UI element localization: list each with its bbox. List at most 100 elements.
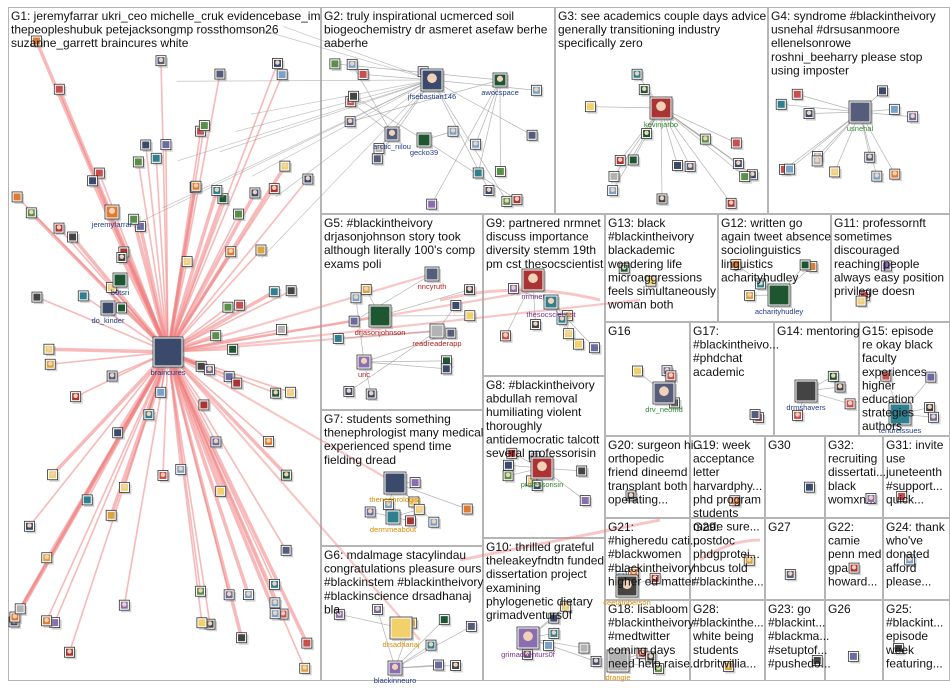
vertex-avatar <box>531 480 545 493</box>
hub-avatar-nrmnet <box>521 268 546 293</box>
edge-g6 <box>394 665 456 669</box>
vertex-avatar <box>472 167 486 180</box>
vertex-avatar <box>543 639 556 653</box>
vertex-avatar <box>578 642 592 656</box>
vertex-avatar <box>14 603 28 616</box>
vertex-avatar <box>329 58 342 71</box>
vertex-avatar <box>160 139 173 152</box>
vertex-avatar <box>140 139 153 152</box>
group-box-g27 <box>765 518 825 600</box>
edge-g5 <box>363 361 447 370</box>
vertex-avatar <box>371 153 385 166</box>
vertex-avatar <box>627 154 641 167</box>
vertex-avatar <box>589 342 602 355</box>
hub-avatar-drjasonjohnson <box>368 304 393 329</box>
edge-g2 <box>423 139 518 200</box>
vertex-avatar <box>132 156 146 169</box>
hub-avatar-drv_neomd <box>652 381 677 406</box>
hub-avatar-jfsebastian146 <box>420 68 445 93</box>
group-label-g30: G30 <box>768 438 791 452</box>
edge-g2 <box>431 79 533 136</box>
vertex-avatar <box>372 604 385 617</box>
edge-g2 <box>431 79 537 91</box>
vertex-avatar <box>803 108 817 121</box>
vertex-avatar <box>210 330 223 343</box>
vertex-avatar <box>584 101 598 114</box>
vertex-label: readreaderapp <box>412 339 461 348</box>
vertex-avatar <box>24 520 37 534</box>
edge-braincures <box>167 63 279 353</box>
vertex-avatar <box>44 358 58 372</box>
vertex-avatar <box>116 252 129 265</box>
edge-braincures <box>144 144 169 353</box>
vertex-avatar <box>464 310 477 323</box>
group-box-g7 <box>321 410 483 546</box>
vertex-avatar <box>636 647 650 661</box>
edge-braincures <box>155 158 169 353</box>
hub-avatar-arctic_nilou <box>384 126 401 143</box>
vertex-avatar <box>357 68 371 82</box>
vertex-avatar <box>792 410 805 423</box>
edge-braincures <box>167 351 287 551</box>
edge-braincures <box>48 347 169 354</box>
vertex-avatar <box>47 469 60 482</box>
vertex-avatar <box>223 371 237 384</box>
vertex-avatar <box>222 301 235 315</box>
vertex-avatar <box>732 158 746 171</box>
vertex-avatar <box>143 409 156 422</box>
vertex-avatar <box>649 572 663 586</box>
vertex-avatar <box>855 295 869 309</box>
vertex-avatar <box>723 661 736 674</box>
vertex-avatar <box>195 585 208 599</box>
vertex-avatar <box>450 300 463 313</box>
vertex-avatar <box>41 552 54 565</box>
edge-braincures <box>53 351 169 623</box>
edge-braincures <box>167 351 211 625</box>
vertex-avatar <box>118 599 132 613</box>
edge-braincures <box>167 178 309 353</box>
edge-braincures <box>50 351 169 366</box>
vertex-label: braincures <box>150 368 185 377</box>
vertices: braincuresjeremyfarrarb0tsrido_kinderjfs… <box>8 35 941 685</box>
edge-g7 <box>394 482 468 510</box>
group-label-g21: G21:#higheredu cati...#blackwomen#blacki… <box>608 520 700 588</box>
edge-curved <box>699 538 761 562</box>
vertex-avatar <box>699 133 713 147</box>
edge-braincures <box>167 74 283 353</box>
vertex-label: do_kinder <box>92 316 125 325</box>
edge-braincures <box>166 165 287 353</box>
vertex-label: thesocscientist <box>526 310 576 319</box>
vertex-avatar <box>548 612 561 626</box>
edge-gray <box>251 79 433 115</box>
vertex-avatar <box>928 411 941 425</box>
edge-g5 <box>355 297 365 363</box>
vertex-avatar <box>730 137 744 151</box>
vertex-avatar <box>299 662 312 676</box>
vertex-avatar <box>811 655 825 668</box>
vertex-avatar <box>301 637 314 651</box>
vertex-avatar <box>348 90 361 104</box>
hub-avatar-drangie <box>606 649 631 674</box>
vertex-avatar <box>198 399 211 412</box>
vertex-avatar <box>576 465 589 478</box>
vertex-avatar <box>150 152 164 166</box>
vertex-avatar <box>791 88 805 102</box>
vertex-avatar <box>614 155 628 168</box>
vertex-label: usnehal <box>847 124 874 133</box>
group-label-g27: G27 <box>768 520 791 534</box>
vertex-label: drangie <box>605 673 630 682</box>
group-box-g6 <box>321 546 483 681</box>
vertex-label: ceetatoberson <box>603 598 651 607</box>
vertex-avatar <box>31 35 44 49</box>
vertex-avatar <box>360 284 374 297</box>
vertex-label: drjasonjohnson <box>355 328 406 337</box>
hub-avatar-readreaderapp <box>429 323 446 340</box>
edge-g4 <box>789 111 861 170</box>
